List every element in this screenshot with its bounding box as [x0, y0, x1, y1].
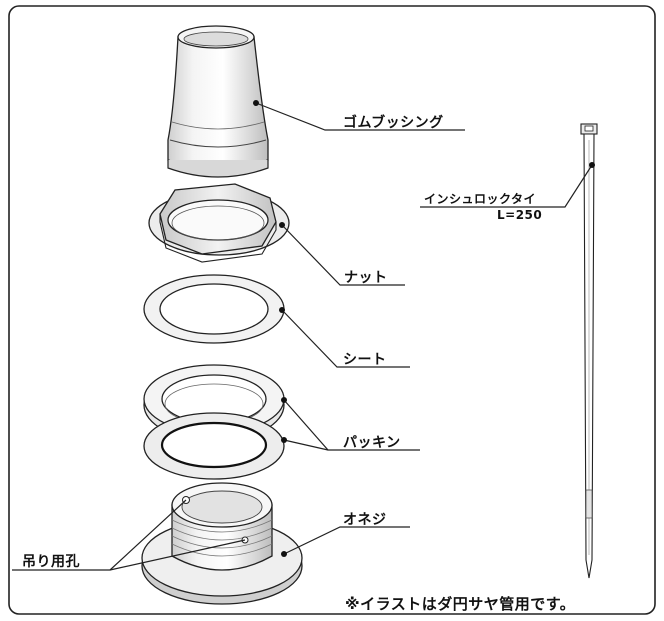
- sheet-part: [143, 274, 285, 344]
- nut-part: [148, 183, 290, 263]
- nut-label: ナット: [344, 270, 388, 286]
- sheet-label: シート: [343, 352, 387, 368]
- male-thread-part: [141, 482, 303, 605]
- cable-tie-label: インシュロックタイ: [424, 192, 537, 206]
- cable-tie-length-label: L=250: [497, 208, 543, 222]
- hanging-hole-label: 吊り用孔: [22, 554, 80, 570]
- leader-dots: [253, 100, 595, 557]
- illustration-note: ※イラストはダ円サヤ管用です。: [345, 595, 576, 613]
- rubber-bushing-label: ゴムブッシング: [343, 115, 444, 131]
- packing-part: [143, 364, 285, 480]
- diagram-frame: [8, 5, 656, 615]
- rubber-bushing-part: [167, 25, 269, 178]
- cable-tie-part: [580, 123, 598, 579]
- male-thread-label: オネジ: [343, 512, 387, 528]
- leader-lines: [12, 102, 593, 571]
- packing-label: パッキン: [343, 435, 401, 451]
